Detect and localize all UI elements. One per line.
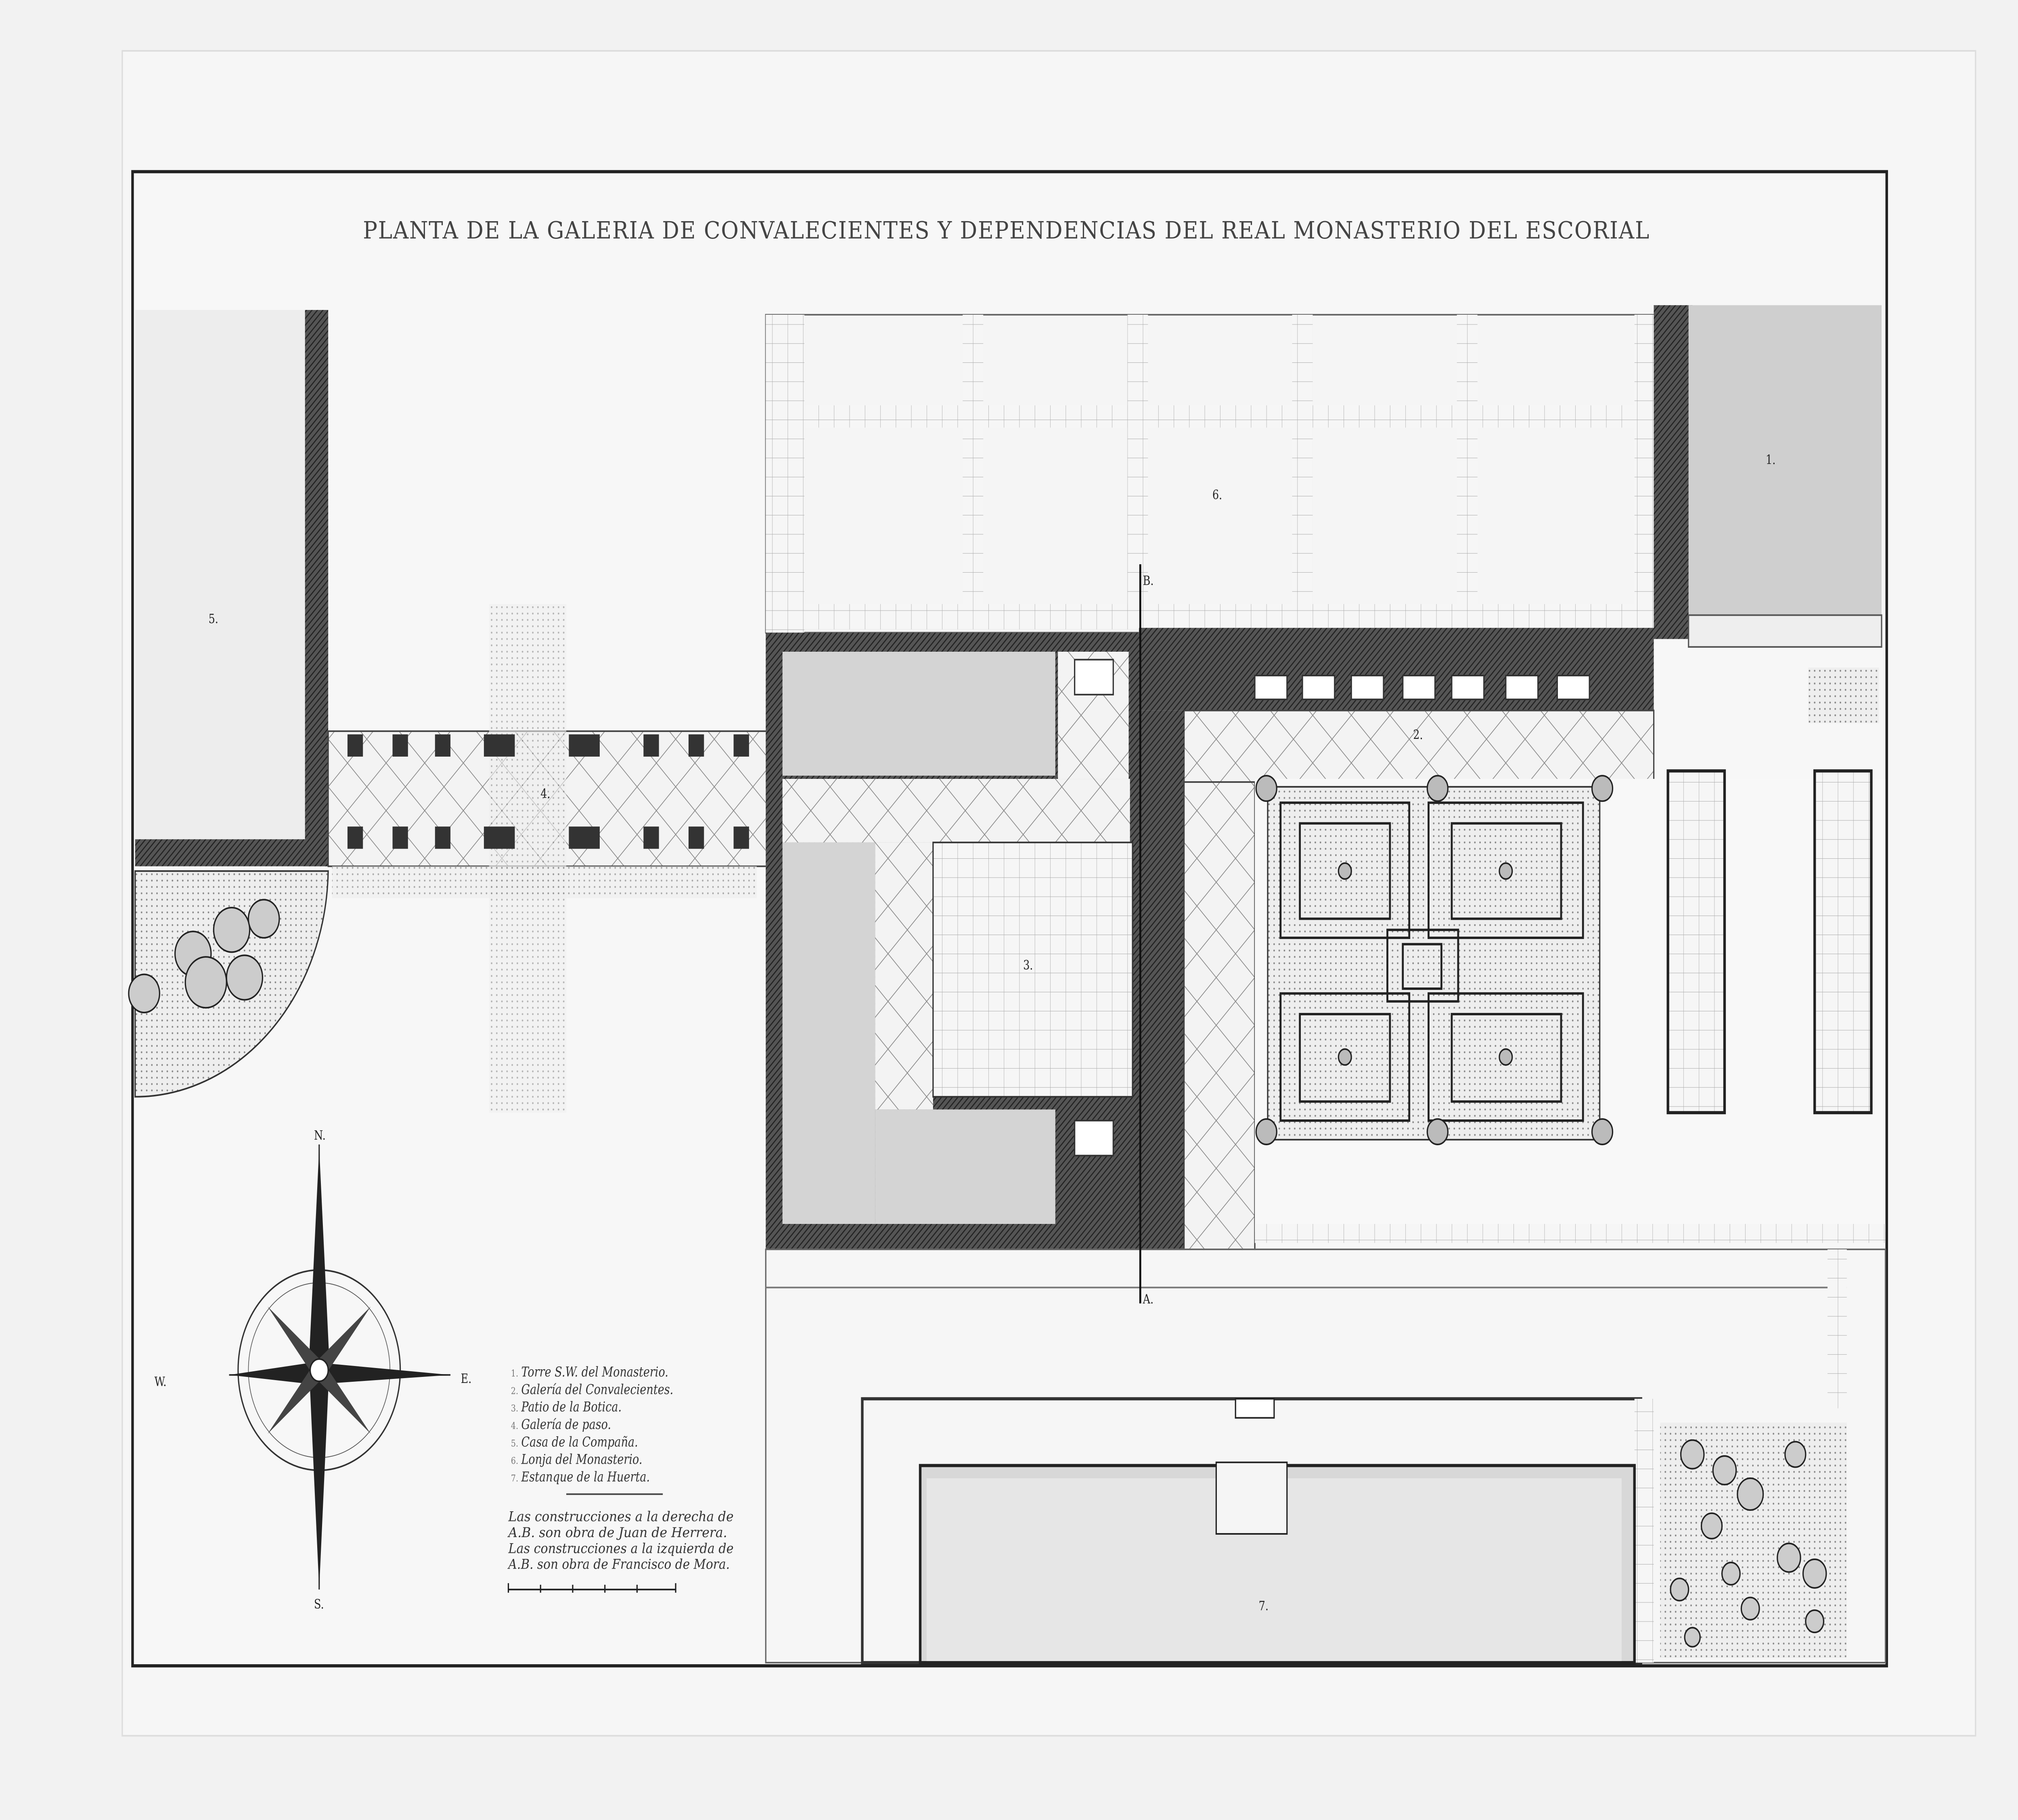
label-1: 1. — [1766, 452, 1775, 467]
legend-note: Las construcciones a la izquierda de — [508, 1541, 734, 1556]
legend-item: Casa de la Compaña. — [521, 1435, 638, 1450]
legend-number: 5. — [511, 1438, 518, 1449]
label-7: 7. — [1259, 1598, 1269, 1613]
legend-item: Torre S.W. del Monasterio. — [521, 1364, 668, 1380]
compass-s: S. — [314, 1596, 324, 1611]
legend-number: 6. — [511, 1456, 518, 1466]
label-3: 3. — [1023, 958, 1033, 973]
trees-left — [128, 870, 329, 1098]
legend-number: 3. — [511, 1403, 518, 1414]
legend-number: 1. — [511, 1368, 518, 1379]
legend-note: Las construcciones a la derecha de — [508, 1509, 734, 1525]
compass-rose: N. S. W. E. — [155, 1128, 472, 1611]
compass-n: N. — [314, 1128, 326, 1142]
casa-de-la-compana — [135, 310, 329, 866]
legend: 1. Torre S.W. del Monasterio. 2. Galería… — [507, 1364, 734, 1593]
legend-item: Estanque de la Huerta. — [521, 1469, 650, 1485]
compass-w: W. — [155, 1374, 167, 1389]
compass-e: E. — [461, 1371, 472, 1386]
plan-title: PLANTA DE LA GALERIA DE CONVALECIENTES Y… — [363, 216, 1650, 244]
garden-parterres — [1255, 775, 1886, 1232]
galeria-de-convalecientes — [1139, 628, 1655, 1252]
patio-de-la-botica-block — [766, 632, 1142, 1249]
estanque-de-la-huerta — [919, 1398, 1636, 1664]
legend-item: Patio de la Botica. — [521, 1400, 622, 1415]
galeria-de-paso — [327, 604, 773, 1113]
legend-note: A.B. son obra de Francisco de Mora. — [507, 1557, 730, 1572]
label-b: B. — [1143, 573, 1154, 588]
torre-sw — [1654, 305, 1882, 648]
legend-item: Galería del Convalecientes. — [521, 1382, 673, 1397]
legend-number: 2. — [511, 1386, 518, 1397]
label-a: A. — [1143, 1291, 1153, 1306]
label-2: 2. — [1413, 727, 1423, 742]
scale-bar — [507, 1583, 676, 1593]
legend-number: 7. — [511, 1473, 518, 1484]
lonja-del-monasterio — [765, 314, 1661, 634]
ponds-right — [1666, 667, 1879, 1115]
label-6: 6. — [1212, 487, 1222, 502]
label-5: 5. — [209, 611, 218, 626]
legend-note: A.B. son obra de Juan de Herrera. — [507, 1525, 727, 1540]
legend-item: Galería de paso. — [521, 1417, 611, 1432]
legend-number: 4. — [511, 1420, 518, 1431]
trees-bottom-right — [1660, 1423, 1847, 1658]
label-4: 4. — [540, 786, 550, 801]
legend-item: Lonja del Monasterio. — [521, 1452, 643, 1467]
